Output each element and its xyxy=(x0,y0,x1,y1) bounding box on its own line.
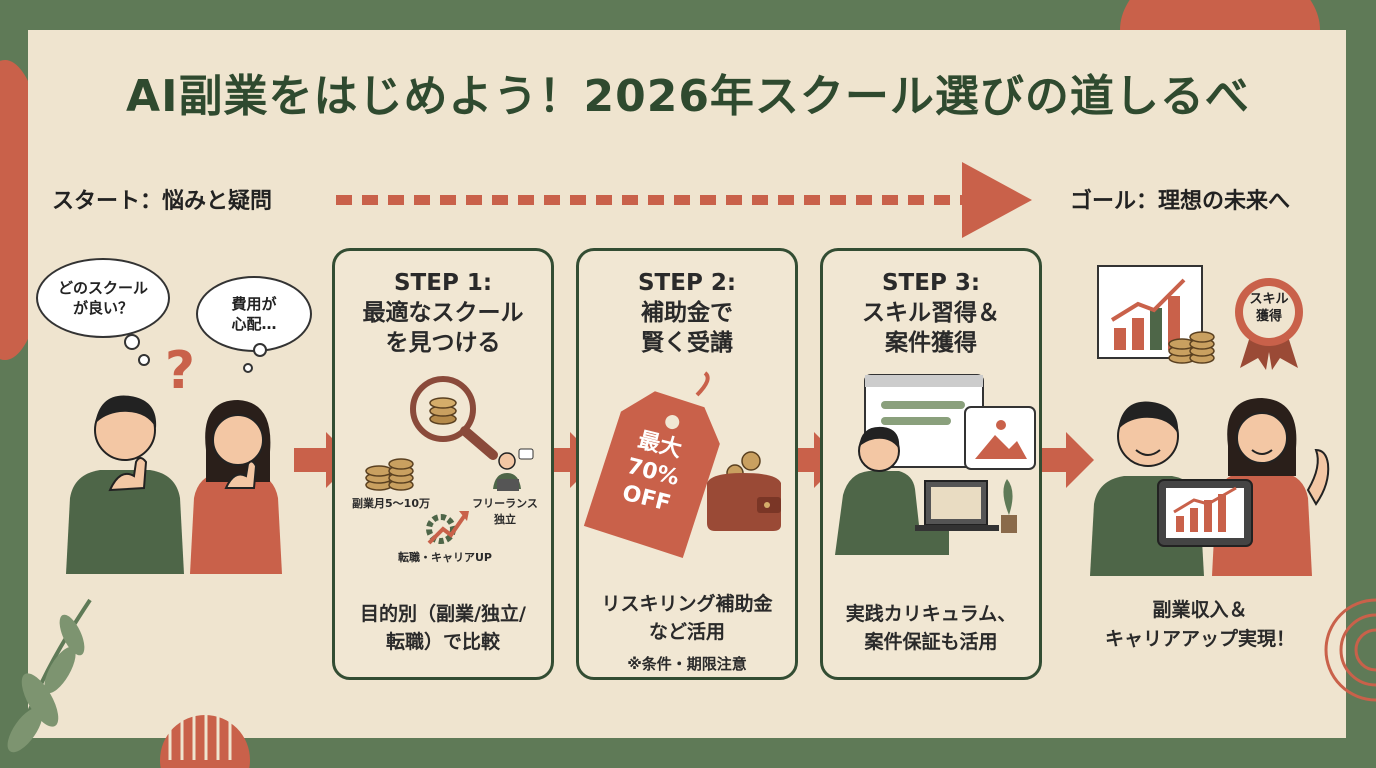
step-1-description: 目的別（副業/独立/ 転職）で比較 xyxy=(360,603,526,653)
thought-bubble: どのスクール が良い？ xyxy=(36,258,170,338)
thought-bubble-text: どのスクール が良い？ xyxy=(57,278,148,317)
start-label: スタート：悩みと疑問 xyxy=(52,189,273,214)
progress-arrow-icon xyxy=(336,162,1032,238)
step-2-card: STEP 2: 補助金で 賢く受講 最大 70% OFF リスキリング補助金 な… xyxy=(576,248,798,680)
step-1-card: STEP 1: 最適なスクール を見つける 副業月5～10万 フリーランス 独立… xyxy=(332,248,554,680)
page-title: AI副業をはじめよう！2026年スクール選びの道しるべ xyxy=(126,71,1250,122)
award-badge-icon xyxy=(1235,278,1303,370)
step-2-note: ※条件・期限注意 xyxy=(627,655,747,673)
step-3-title: STEP 3: スキル習得＆ 案件獲得 xyxy=(862,270,1000,356)
coins-icon xyxy=(365,458,414,491)
growth-chart-icon xyxy=(1097,265,1215,364)
freelancer-laptop-icon xyxy=(493,448,534,491)
step-1-title: STEP 1: 最適なスクール を見つける xyxy=(362,270,524,356)
goal-label: ゴール：理想の未来へ xyxy=(1070,189,1291,214)
step-2-title: STEP 2: 補助金で 賢く受講 xyxy=(637,270,737,356)
step-3-description: 実践カリキュラム、 案件保証も活用 xyxy=(845,603,1017,653)
circle-decoration-icon xyxy=(1324,598,1376,702)
magnifier-coins-icon xyxy=(410,376,498,460)
thought-dots-icon xyxy=(124,334,267,373)
leaf-decoration-icon xyxy=(7,598,92,768)
step-arrow-icon xyxy=(1034,432,1094,488)
wallet-icon xyxy=(707,451,781,531)
thought-bubble-text: 費用が 心配… xyxy=(231,294,277,333)
award-badge-text: スキル 獲得 xyxy=(1249,292,1289,324)
step-1-icon-label: 転職・キャリアUP xyxy=(398,551,492,564)
question-mark-icon: ? xyxy=(165,341,195,401)
step-1-icon-label: フリーランス 独立 xyxy=(472,497,538,526)
step-3-card: STEP 3: スキル習得＆ 案件獲得 実践カリキュラム、 案件保証も活用 xyxy=(820,248,1042,680)
online-learning-icon xyxy=(835,374,1036,555)
step-2-description: リスキリング補助金 など活用 xyxy=(601,593,773,643)
worried-person-woman-icon xyxy=(190,400,282,574)
step-1-icon-label: 副業月5～10万 xyxy=(352,497,430,510)
stripe-decoration-icon xyxy=(160,710,250,768)
price-tag-icon xyxy=(583,371,720,558)
gear-growth-icon xyxy=(426,511,469,545)
goal-text: 副業収入＆ キャリアアップ実現！ xyxy=(1104,599,1295,650)
happy-people-icon xyxy=(1090,398,1330,576)
svg-text:?: ? xyxy=(165,341,195,401)
worried-person-man-icon xyxy=(66,395,184,574)
